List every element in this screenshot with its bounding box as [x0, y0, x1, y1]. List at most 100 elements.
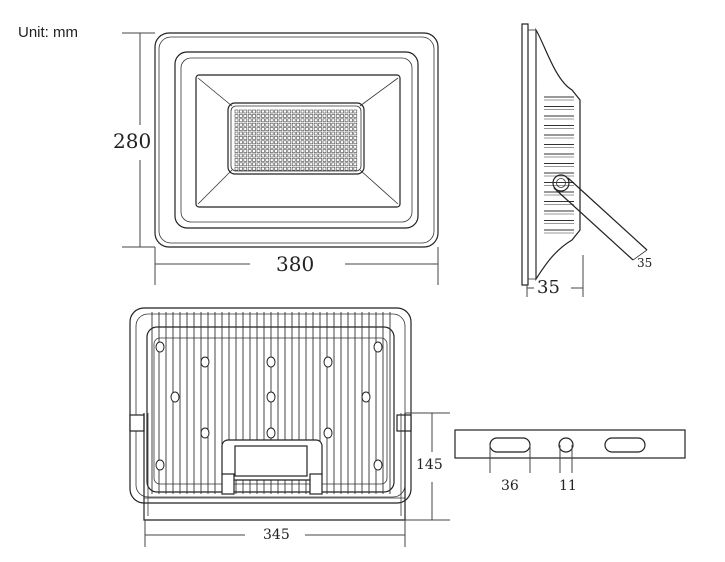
led-chip — [234, 144, 239, 149]
led-chip — [300, 109, 305, 114]
led-chip — [353, 140, 358, 145]
led-chip — [256, 158, 261, 162]
led-chip — [287, 158, 292, 162]
led-chip — [327, 127, 331, 131]
led-chip — [234, 158, 239, 162]
led-chip — [287, 122, 292, 127]
side-view — [521, 23, 648, 297]
back-dimension-lines — [144, 412, 450, 547]
led-chip — [243, 140, 248, 145]
led-chip — [318, 114, 322, 118]
led-chip — [252, 122, 256, 127]
led-chip — [283, 122, 287, 127]
led-chip — [256, 127, 261, 131]
led-chip — [278, 122, 283, 127]
led-chip — [243, 114, 248, 118]
led-chip — [269, 166, 274, 171]
bracket-strip-view — [454, 429, 686, 473]
led-chip — [239, 131, 243, 136]
led-chip — [269, 144, 274, 149]
led-chip — [261, 158, 265, 162]
led-chip — [247, 122, 252, 127]
led-chip — [274, 166, 278, 171]
led-chip — [239, 122, 243, 127]
mounting-hole — [373, 459, 383, 471]
led-chip — [261, 153, 265, 158]
led-chip — [234, 127, 239, 131]
led-chip — [265, 136, 270, 140]
led-chip — [331, 144, 336, 149]
led-chip — [296, 144, 300, 149]
led-chip — [261, 144, 265, 149]
led-chip — [252, 158, 256, 162]
led-chip — [287, 149, 292, 153]
mounting-hole — [373, 341, 383, 353]
led-chip — [234, 136, 239, 140]
led-chip — [296, 109, 300, 114]
led-chip — [305, 127, 309, 131]
led-chip — [234, 118, 239, 123]
bracket-angle-label: 35 — [637, 256, 653, 270]
led-chip — [318, 144, 322, 149]
led-chip — [349, 158, 353, 162]
led-chip — [335, 131, 340, 136]
led-chip — [327, 114, 331, 118]
led-chip — [309, 118, 314, 123]
led-chip — [247, 140, 252, 145]
led-chip — [247, 158, 252, 162]
led-chip — [252, 109, 256, 114]
led-chip — [269, 114, 274, 118]
led-chip — [344, 140, 349, 145]
led-chip — [322, 136, 327, 140]
led-chip — [252, 162, 256, 167]
led-chip — [252, 153, 256, 158]
led-chip — [287, 162, 292, 167]
led-chip — [340, 140, 344, 145]
led-chip — [287, 109, 292, 114]
led-chip — [340, 131, 344, 136]
led-chip — [256, 153, 261, 158]
led-chip — [353, 118, 358, 123]
led-chip — [283, 136, 287, 140]
led-chip — [283, 140, 287, 145]
led-chip — [349, 153, 353, 158]
led-chip — [265, 162, 270, 167]
led-chip — [327, 140, 331, 145]
led-chip — [243, 122, 248, 127]
led-chip — [309, 136, 314, 140]
led-chip — [331, 131, 336, 136]
led-chip — [353, 158, 358, 162]
led-chip — [335, 149, 340, 153]
led-chip — [234, 109, 239, 114]
led-chip — [261, 131, 265, 136]
back-view — [129, 307, 412, 521]
led-chip — [353, 166, 358, 171]
led-chip — [261, 162, 265, 167]
led-chip — [296, 114, 300, 118]
led-chip — [283, 114, 287, 118]
led-chip — [353, 131, 358, 136]
led-chip — [318, 131, 322, 136]
led-chip — [269, 140, 274, 145]
led-chip — [265, 140, 270, 145]
mounting-hole — [200, 427, 210, 439]
led-chip — [322, 114, 327, 118]
led-chip — [278, 149, 283, 153]
led-chip — [296, 140, 300, 145]
led-chip — [300, 166, 305, 171]
led-chip — [335, 144, 340, 149]
led-chip — [313, 166, 318, 171]
led-chip — [327, 149, 331, 153]
led-chip — [331, 140, 336, 145]
led-chip — [287, 127, 292, 131]
led-chip — [256, 136, 261, 140]
led-chip — [340, 153, 344, 158]
slot-length-label: 36 — [501, 478, 519, 494]
led-chip — [269, 109, 274, 114]
led-chip — [283, 131, 287, 136]
led-chip — [300, 149, 305, 153]
led-chip — [287, 136, 292, 140]
led-chip — [318, 166, 322, 171]
